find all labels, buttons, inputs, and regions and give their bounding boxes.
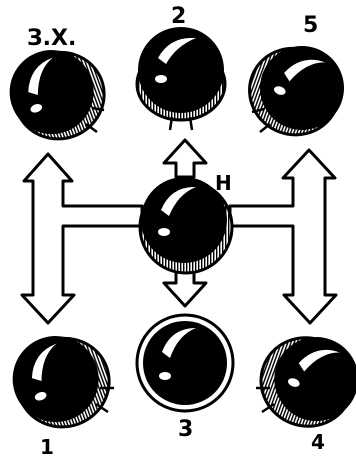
arrow-left-branch <box>22 154 142 323</box>
label-second-gear: 2 <box>171 6 186 28</box>
knob-first <box>1 321 122 441</box>
knob-fifth <box>237 31 356 148</box>
label-neutral: Н <box>215 173 232 193</box>
knob-third <box>137 315 233 411</box>
label-first-gear: 1 <box>40 437 54 457</box>
knob-reverse <box>0 35 116 152</box>
label-third-gear: 3 <box>178 419 193 441</box>
knob-fourth <box>248 321 356 440</box>
label-fourth-gear: 4 <box>311 432 325 452</box>
knob-second <box>137 27 225 130</box>
arrow-up-second <box>164 140 206 177</box>
arrow-right-branch <box>230 150 336 323</box>
label-reverse-gear: З.Х. <box>27 28 76 50</box>
label-fifth-gear: 5 <box>303 15 318 37</box>
